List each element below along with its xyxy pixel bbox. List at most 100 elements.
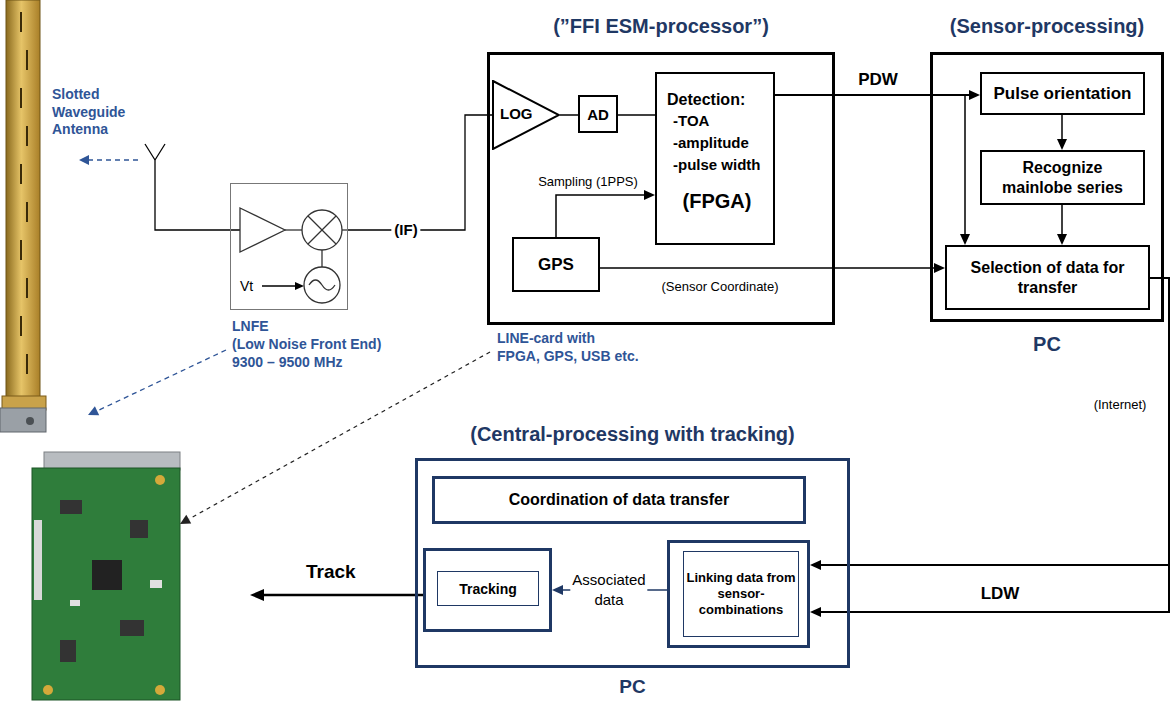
frequency-range: 9300 – 9500 MHz (232, 354, 343, 372)
slot (26, 126, 28, 146)
process-box: AD (578, 95, 618, 133)
part-name: LNFE (232, 318, 269, 336)
connector-line (1061, 205, 1063, 234)
part-name: Slotted Waveguide Antenna (52, 86, 125, 139)
process-box: Tracking (423, 548, 552, 632)
wire (285, 229, 302, 230)
arrow-head (1057, 139, 1067, 150)
arrow-head (295, 282, 304, 290)
process-box: Detection:-TOA-amplitude-pulse width (FPG… (655, 72, 775, 245)
triangle-shape (493, 81, 559, 149)
edge-label: (Internet) (1094, 397, 1147, 413)
slot (20, 164, 22, 184)
group-heading: (Central-processing with tracking) (470, 423, 795, 446)
sensor-processing-box: (Sensor-processing)PCPulse orientationRe… (930, 52, 1164, 322)
connector-line (1061, 115, 1063, 139)
connector (560, 115, 578, 116)
process-box: Coordination of data transfer (432, 476, 806, 524)
slot (20, 88, 22, 108)
tuning-arrow (262, 285, 296, 286)
waveguide (6, 0, 40, 398)
part-name: FPGA, GPS, USB etc. (497, 348, 639, 366)
block-label: (FPGA) (667, 190, 767, 213)
edge-label: Associated data (570, 570, 647, 611)
lnfe-circuit (240, 208, 348, 303)
antenna-arm (145, 144, 155, 160)
slot (26, 278, 28, 298)
arrow-head (79, 155, 89, 165)
slot (26, 202, 28, 222)
list-item: -amplitude (667, 132, 767, 154)
arrow-head (1057, 234, 1067, 245)
connector (1057, 205, 1067, 245)
process-box: Pulse orientation (980, 72, 1145, 115)
arrow-head (810, 560, 821, 570)
arrow-head (960, 234, 970, 245)
group-footer: PC (1033, 333, 1061, 356)
pin-header (34, 520, 42, 600)
block-label: Detection: (667, 90, 767, 110)
arrow-head (969, 90, 980, 100)
antenna-arm (155, 144, 165, 160)
wire (321, 250, 322, 267)
arrow-head (644, 190, 655, 200)
group-heading: (Sensor-processing) (950, 15, 1144, 38)
arrow-head (810, 607, 821, 617)
bracket (44, 452, 180, 470)
connector (810, 278, 1169, 617)
signal-name: Vt (240, 278, 253, 294)
component (150, 580, 162, 588)
chip (130, 520, 148, 538)
connector (155, 475, 165, 485)
process-box: Recognize mainlobe series (980, 150, 1145, 205)
connector-line (600, 267, 934, 269)
connector-line (556, 195, 644, 237)
connector (618, 115, 655, 116)
log-amplifier: LOG (492, 80, 560, 150)
arrow-head (552, 585, 563, 595)
slot (20, 240, 22, 260)
lnfe-box: Vt (230, 183, 348, 310)
leader-line (88, 159, 138, 160)
process-box: GPS (512, 237, 600, 292)
process-box: Linking data from sensor-combinations (667, 540, 810, 648)
leader-line (189, 352, 490, 519)
part-name: LINE-card with (497, 330, 595, 348)
block-label: AD (587, 106, 609, 123)
edge-label: LDW (981, 584, 1020, 604)
antenna-mount (0, 408, 46, 432)
edge-label: (Sensor Coordinate) (661, 279, 778, 295)
list-item: -pulse width (667, 154, 767, 176)
chip (92, 560, 122, 590)
edge-label: (IF) (391, 221, 420, 239)
chip (60, 640, 76, 662)
arrow-head (180, 515, 191, 524)
group-heading: (”FFI ESM-processor”) (553, 15, 769, 38)
connector (155, 685, 165, 695)
arrow-head (250, 589, 264, 601)
edge-label: Sampling (1PPS) (538, 174, 638, 190)
track-line (262, 594, 423, 597)
connector-line (821, 278, 1169, 612)
block-label: Coordination of data transfer (509, 491, 729, 509)
sine-wave (309, 280, 335, 290)
slot (26, 354, 28, 374)
amplifier-symbol (240, 208, 285, 252)
screw (26, 417, 34, 425)
antenna-wire (155, 160, 240, 230)
block-label: Pulse orientation (994, 84, 1132, 104)
output-label: Track (306, 560, 356, 584)
mixer-cross (308, 216, 336, 244)
block-label: GPS (538, 255, 574, 275)
circuit-board (32, 468, 180, 700)
oscillator-symbol (304, 267, 340, 303)
connector (43, 685, 53, 695)
component (70, 600, 80, 606)
list-item: -TOA (667, 110, 767, 132)
connector-line (348, 115, 492, 230)
block-label: Recognize mainlobe series (986, 158, 1139, 196)
connector (1057, 115, 1067, 150)
arrow-head (934, 263, 945, 273)
connector (348, 115, 492, 230)
